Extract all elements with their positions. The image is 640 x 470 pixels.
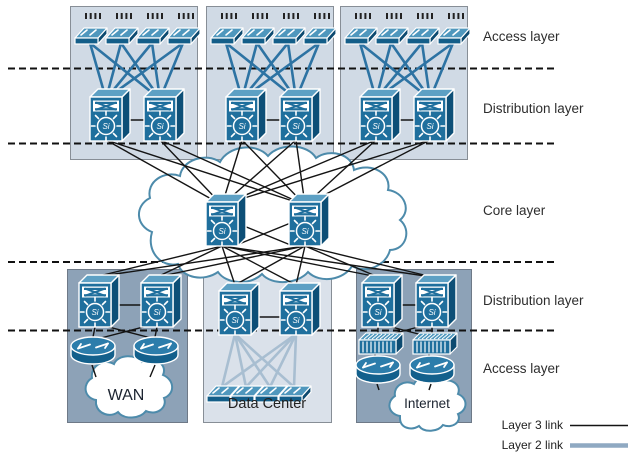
access-switch-icon bbox=[105, 27, 139, 45]
multilayer-switch-icon bbox=[225, 88, 267, 142]
access-switch-icons bbox=[74, 27, 471, 45]
access-switch-icon bbox=[344, 27, 378, 45]
label-access-layer-bottom: Access layer bbox=[483, 361, 560, 376]
multilayer-switch-icon bbox=[78, 274, 120, 328]
layer-boundary-dashed-lines bbox=[8, 67, 556, 332]
wan-cloud bbox=[84, 355, 174, 419]
multilayer-switch-icon bbox=[279, 88, 321, 142]
data-center-label: Data Center bbox=[227, 396, 307, 412]
access-switch-icon bbox=[136, 27, 170, 45]
multilayer-switch-icon bbox=[413, 88, 455, 142]
top-distribution-switch-icons bbox=[89, 88, 455, 142]
multilayer-switch-icon bbox=[140, 274, 182, 328]
label-access-layer-top: Access layer bbox=[483, 29, 560, 44]
label-distribution-layer-bottom: Distribution layer bbox=[483, 293, 584, 308]
access-switch-icon bbox=[167, 27, 201, 45]
access-uplink-ticks bbox=[85, 13, 464, 19]
multilayer-switch-icon bbox=[218, 282, 260, 336]
access-switch-icon bbox=[375, 27, 409, 45]
wan-cloud-label: WAN bbox=[107, 387, 145, 404]
access-switch-icon bbox=[406, 27, 440, 45]
multilayer-switch-icon bbox=[415, 274, 457, 328]
multilayer-switch-icon bbox=[143, 88, 185, 142]
router-icon bbox=[355, 355, 401, 384]
access-switch-icon bbox=[437, 27, 471, 45]
firewall-icon bbox=[412, 332, 458, 355]
legend-layer3-label: Layer 3 link bbox=[501, 418, 563, 432]
multilayer-switch-icon bbox=[288, 193, 330, 247]
label-core-layer: Core layer bbox=[483, 203, 546, 218]
router-icon bbox=[133, 336, 179, 365]
data-center-links bbox=[220, 332, 298, 389]
access-switch-icon bbox=[74, 27, 108, 45]
multilayer-switch-icon bbox=[205, 193, 247, 247]
router-icon bbox=[409, 355, 455, 384]
access-switch-icon bbox=[210, 27, 244, 45]
legend-layer2-label: Layer 2 link bbox=[501, 438, 563, 452]
multilayer-switch-icon bbox=[361, 274, 403, 328]
multilayer-switch-icon bbox=[279, 282, 321, 336]
core-cloud bbox=[138, 145, 408, 283]
internet-cloud-label: Internet bbox=[404, 396, 450, 411]
router-icon bbox=[70, 336, 116, 365]
label-distribution-layer-top: Distribution layer bbox=[483, 101, 584, 116]
internet-cloud bbox=[388, 376, 467, 432]
access-switch-icon bbox=[241, 27, 275, 45]
multilayer-switch-icon bbox=[89, 88, 131, 142]
multilayer-switch-icon bbox=[359, 88, 401, 142]
access-switch-icon bbox=[272, 27, 306, 45]
access-switch-icon bbox=[303, 27, 337, 45]
firewall-icon bbox=[358, 332, 404, 355]
